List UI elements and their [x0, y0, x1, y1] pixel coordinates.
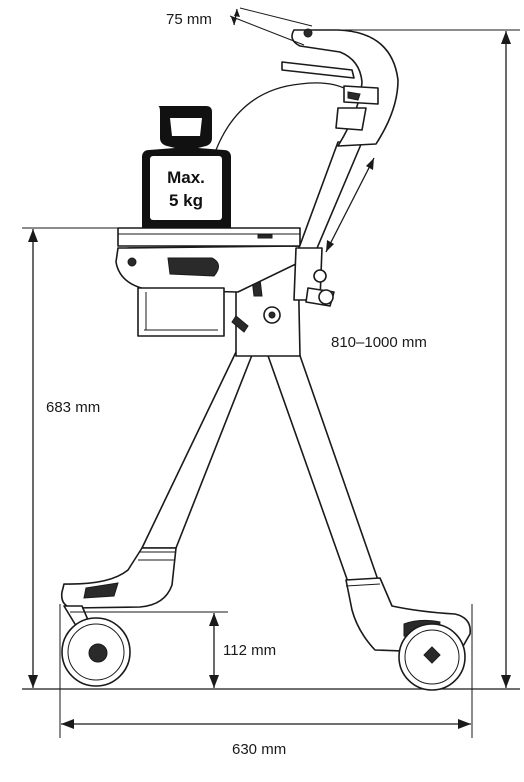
front-wheel-hub: [88, 643, 108, 663]
dim-seat-height: [22, 227, 118, 688]
seat-clip: [257, 234, 273, 239]
dim-height-arrow-bottom: [501, 675, 511, 688]
basket: [137, 287, 225, 337]
dim-height-arrow-top: [501, 31, 511, 44]
front-leg: [141, 349, 255, 549]
dim-handle-arrow-bottom: [326, 240, 334, 252]
hinge-bolt-center: [268, 311, 276, 319]
dim-handle-height: [325, 157, 375, 253]
rear-leg: [265, 349, 379, 583]
front-foot-housing: [60, 547, 177, 609]
dim-overall-length: [59, 604, 473, 738]
rollator-walker: [60, 28, 472, 691]
adjust-knob-cap: [318, 289, 334, 305]
rear-wheel-hub: [423, 646, 441, 664]
adjust-knob-lower: [313, 269, 327, 283]
dim-grip-ext-1: [229, 15, 305, 46]
weight-icon-face: [150, 156, 222, 220]
carry-handle-slot: [167, 257, 219, 277]
dim-length-arrow-left: [61, 719, 74, 729]
leg-latch: [231, 315, 249, 333]
dim-clearance-arrow-top: [209, 613, 219, 626]
dim-overall-height: [340, 29, 520, 688]
dim-handle-arrow-top: [366, 158, 374, 170]
brake-lever: [281, 61, 355, 79]
frame-rivet: [127, 257, 137, 267]
brake-housing: [343, 85, 379, 105]
dim-grip-ext-2: [239, 7, 313, 27]
seat: [117, 227, 301, 247]
brake-mark: [347, 91, 361, 101]
grip-end-cap: [303, 28, 313, 38]
weight-label-line2: 5 kg: [169, 191, 203, 210]
label-handle-height-range: 810–1000 mm: [331, 334, 427, 351]
weight-label-line1: Max.: [167, 168, 205, 187]
dim-handle-line: [325, 157, 375, 253]
weight-icon-hole: [170, 118, 202, 136]
dim-clearance-arrow-bottom: [209, 675, 219, 688]
dim-handle-grip: [229, 7, 313, 46]
rear-leg-band: [345, 583, 381, 587]
dim-grip-arrow-bottom: [231, 17, 237, 25]
label-ground-clearance: 112 mm: [223, 642, 276, 659]
dim-length-arrow-right: [458, 719, 471, 729]
label-seat-height: 683 mm: [46, 399, 100, 416]
brake-block: [335, 107, 367, 131]
dim-seat-arrow-bottom: [28, 675, 38, 688]
label-overall-length: 630 mm: [232, 741, 286, 758]
front-wheel-rim: [67, 623, 125, 681]
rear-wheel-rim: [404, 629, 460, 685]
front-foot-pad: [83, 582, 119, 599]
dim-seat-arrow-top: [28, 229, 38, 242]
dim-grip-arrow-top: [234, 9, 240, 17]
brake-cable: [215, 82, 349, 151]
label-handle-grip: 75 mm: [166, 11, 212, 28]
dim-ground-clearance: [70, 611, 228, 688]
